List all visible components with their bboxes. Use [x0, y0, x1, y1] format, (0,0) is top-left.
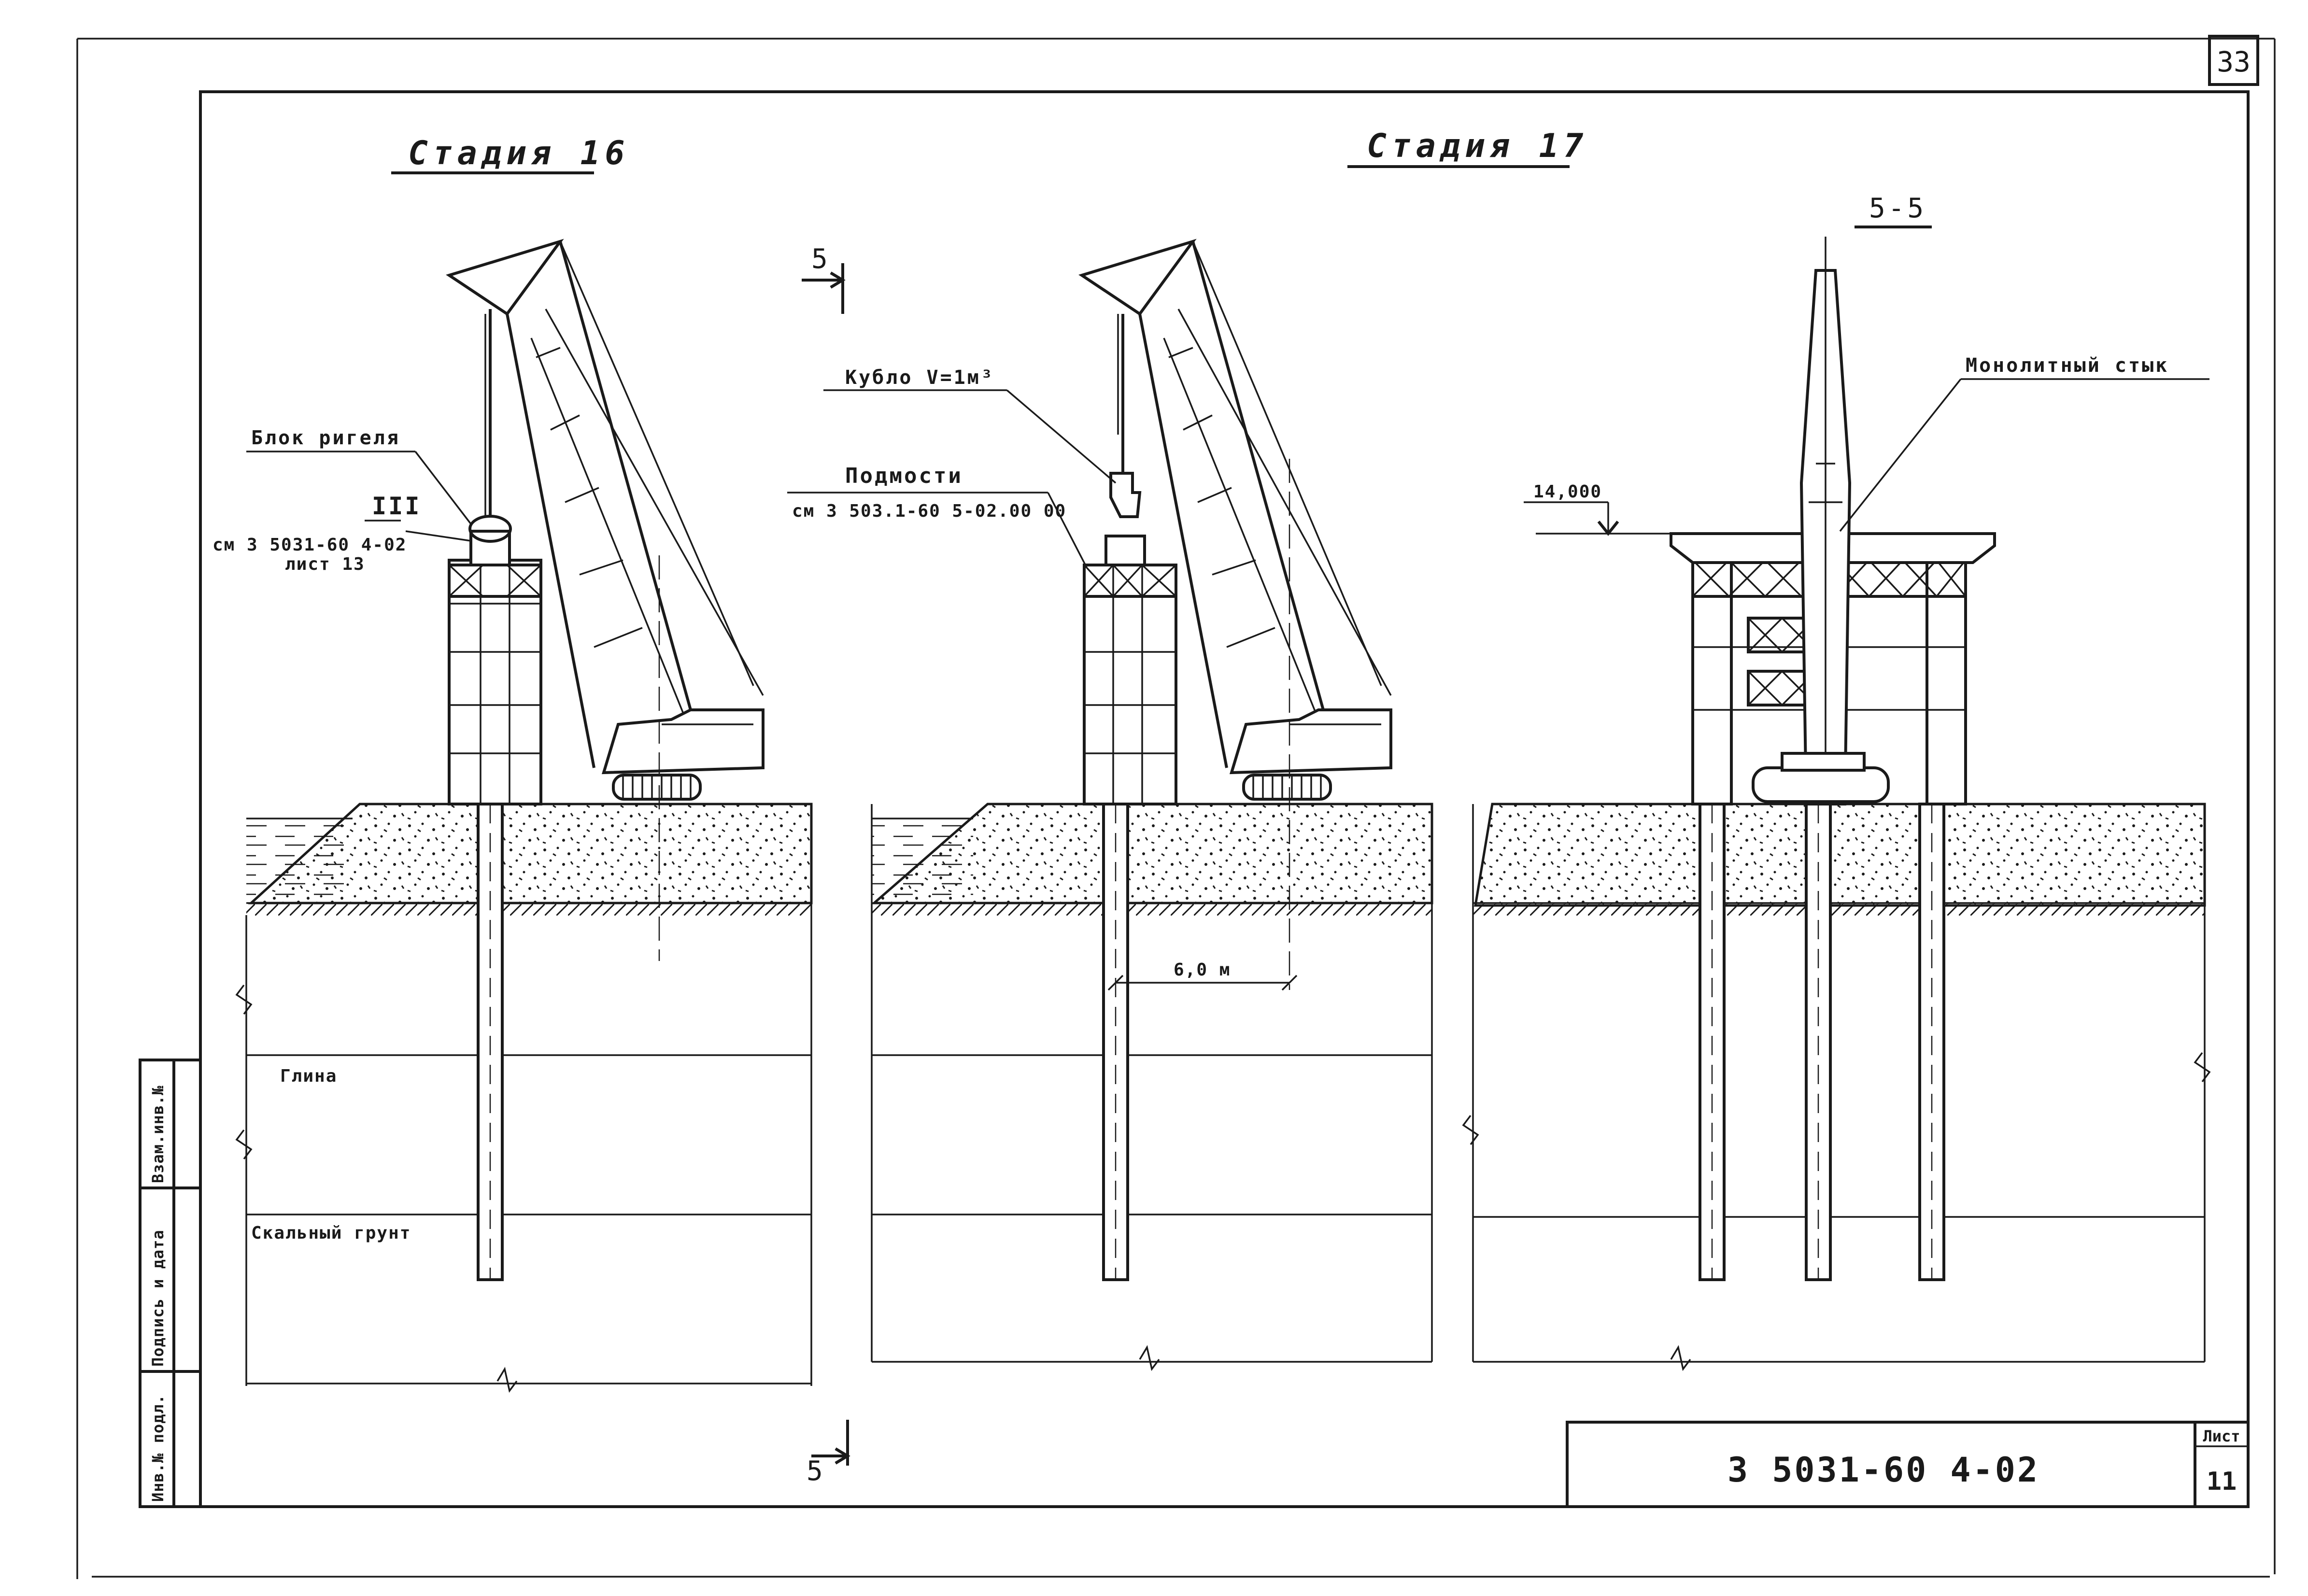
section55-title: 5-5 — [1869, 193, 1926, 224]
girder-block-label: Блок ригеля — [251, 427, 400, 449]
title-block — [1566, 1421, 2250, 1508]
crane-stage17 — [1078, 239, 1392, 990]
sheet-number: 11 — [2207, 1467, 2237, 1496]
scaffold-ref: см 3 503.1-60 5-02.00 00 — [792, 501, 1066, 521]
section-mark-bottom — [811, 1420, 850, 1466]
section-mark-top — [802, 263, 846, 314]
node-mark: III — [372, 492, 421, 520]
monolithic-joint-label: Монолитный стык — [1966, 354, 2169, 377]
stage16-ref-line2: лист 13 — [285, 554, 365, 574]
bucket-label: Кубло V=1м³ — [845, 367, 994, 389]
dimension-label: 6,0 м — [1174, 960, 1231, 980]
stamp-inv-orig: Инв.№ подл. — [149, 1394, 167, 1502]
crane-stage16 — [446, 239, 765, 961]
scaffold-label: Подмости — [845, 464, 963, 488]
stamp-replace-inv: Взам.инв.№ — [149, 1085, 167, 1183]
stage16-title: Стадия 16 — [408, 134, 629, 172]
section-mark-bottom-label: 5 — [807, 1455, 823, 1487]
elevation-label: 14,000 — [1533, 482, 1602, 502]
stage17-panel — [871, 239, 1433, 1371]
sheet-label: Лист — [2203, 1427, 2240, 1445]
rock-label: Скальный грунт — [251, 1223, 411, 1243]
stage16-panel — [235, 239, 813, 1393]
section-mark-top-label: 5 — [811, 243, 828, 275]
section55-panel — [1462, 237, 2211, 1371]
drawing-code: 3 5031-60 4-02 — [1727, 1450, 2039, 1490]
stage17-title: Стадия 17 — [1367, 127, 1588, 165]
stage16-ref-line1: см 3 5031-60 4-02 — [212, 535, 407, 555]
page-number: 33 — [2217, 45, 2251, 78]
clay-label: Глина — [280, 1066, 337, 1086]
sheet-frame — [76, 35, 2276, 1579]
stamp-sign-date: Подпись и дата — [149, 1229, 167, 1367]
side-stamp — [139, 1059, 202, 1508]
